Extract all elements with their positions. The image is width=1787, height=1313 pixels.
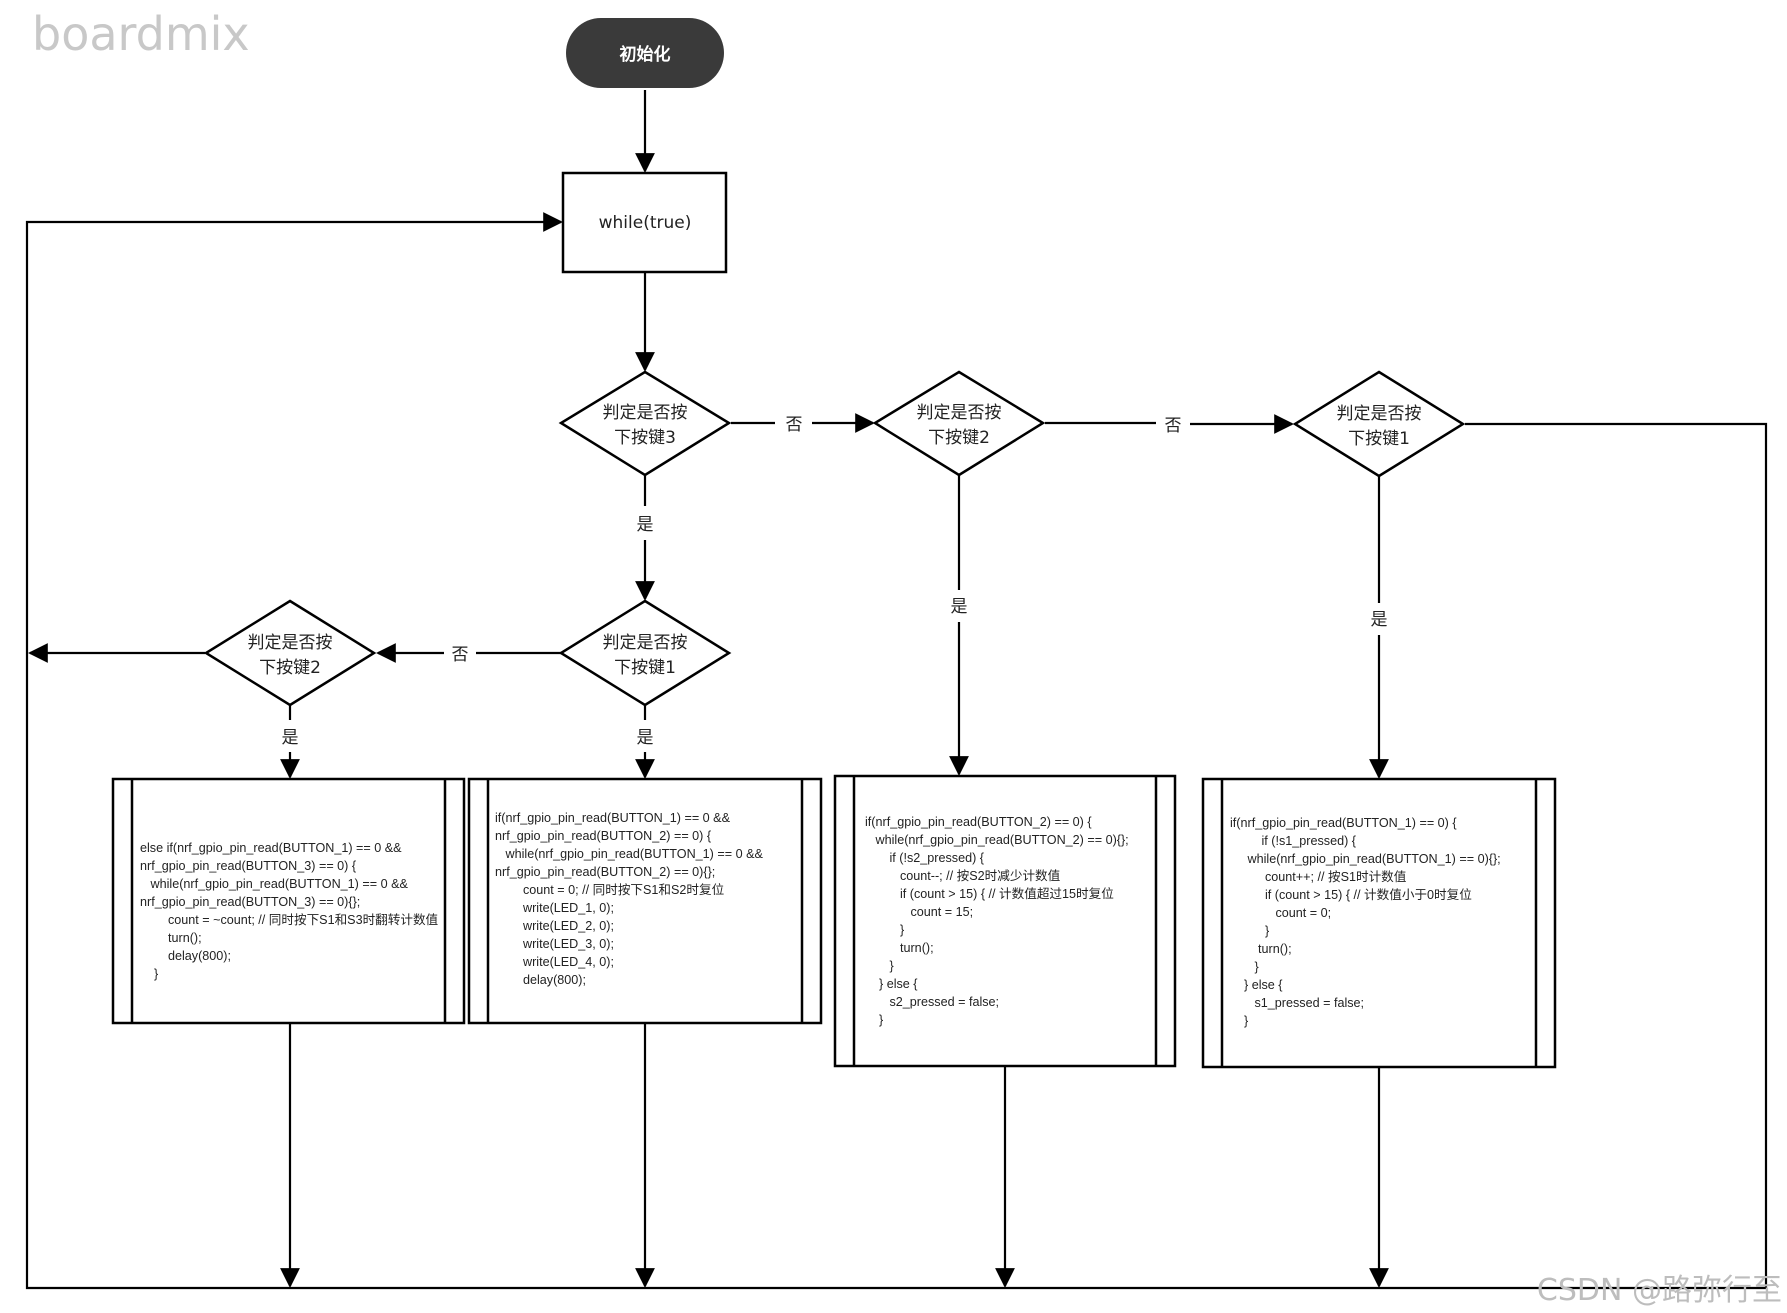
label-key1m-yes: 是: [637, 728, 654, 748]
code-line: count = 0; // 同时按下S1和S2时复位: [495, 883, 725, 897]
decision-key2-left: 判定是否按 下按键2: [203, 599, 377, 707]
decision-key3: 判定是否按 下按键3: [558, 370, 732, 477]
decision-key1-right-line1: 判定是否按: [1337, 404, 1422, 424]
code-line: if (count > 15) { // 计数值超过15时复位: [865, 886, 1114, 901]
code-line: if(nrf_gpio_pin_read(BUTTON_1) == 0 &&: [495, 811, 731, 825]
code-line: write(LED_4, 0);: [495, 955, 614, 969]
start-node: 初始化: [566, 18, 724, 88]
code-line: write(LED_3, 0);: [495, 937, 614, 951]
code-line: }: [865, 923, 904, 937]
boardmix-watermark: boardmix: [32, 7, 250, 61]
label-key2r-yes: 是: [951, 597, 968, 617]
decision-key2-right-line1: 判定是否按: [917, 403, 1002, 423]
code-line: else if(nrf_gpio_pin_read(BUTTON_1) == 0…: [140, 841, 402, 855]
label-key3-no: 否: [786, 415, 803, 435]
code-line: }: [1230, 1014, 1248, 1028]
block-s2-code: if(nrf_gpio_pin_read(BUTTON_2) == 0) { w…: [865, 815, 1129, 1027]
code-line: while(nrf_gpio_pin_read(BUTTON_1) == 0){…: [1230, 852, 1501, 866]
code-line: while(nrf_gpio_pin_read(BUTTON_1) == 0 &…: [140, 877, 408, 891]
code-line: } else {: [1230, 978, 1283, 992]
edge-loopback: [25, 212, 1768, 1290]
code-line: }: [1230, 960, 1259, 974]
decision-key1-mid: 判定是否按 下按键1: [558, 599, 732, 707]
decision-key2-left-line1: 判定是否按: [248, 633, 333, 653]
code-line: count--; // 按S2时减少计数值: [865, 868, 1061, 883]
block-s1-s2: if(nrf_gpio_pin_read(BUTTON_1) == 0 && nr…: [467, 777, 823, 1025]
loop-label: while(true): [599, 213, 692, 233]
block-s2: if(nrf_gpio_pin_read(BUTTON_2) == 0) { w…: [833, 774, 1177, 1068]
code-line: turn();: [1230, 942, 1292, 956]
start-label: 初始化: [620, 44, 671, 65]
label-key3-yes: 是: [637, 515, 654, 535]
decision-key2-right-line2: 下按键2: [928, 428, 990, 448]
code-line: while(nrf_gpio_pin_read(BUTTON_2) == 0){…: [865, 833, 1129, 847]
footer-watermark: CSDN @路弥行至: [1537, 1273, 1782, 1308]
code-line: count++; // 按S1时计数值: [1230, 869, 1407, 884]
decision-key1-right: 判定是否按 下按键1: [1292, 370, 1466, 478]
code-line: }: [865, 959, 894, 973]
decision-key1-mid-line1: 判定是否按: [603, 633, 688, 653]
code-line: if (count > 15) { // 计数值小于0时复位: [1230, 887, 1472, 902]
edge-labels: 否 否 否 是 是 是 是 是: [282, 415, 1388, 748]
label-key1m-no: 否: [452, 645, 469, 665]
code-line: write(LED_1, 0);: [495, 901, 614, 915]
code-line: delay(800);: [140, 949, 231, 963]
code-line: nrf_gpio_pin_read(BUTTON_2) == 0) {: [495, 829, 711, 843]
decision-key3-line2: 下按键3: [614, 428, 676, 448]
decision-key1-mid-line2: 下按键1: [614, 658, 676, 678]
code-line: write(LED_2, 0);: [495, 919, 614, 933]
code-line: }: [140, 967, 158, 981]
block-s1-s3: else if(nrf_gpio_pin_read(BUTTON_1) == 0…: [111, 777, 466, 1025]
code-line: delay(800);: [495, 973, 586, 987]
code-line: count = 15;: [865, 905, 973, 919]
code-line: while(nrf_gpio_pin_read(BUTTON_1) == 0 &…: [495, 847, 763, 861]
label-key2l-yes: 是: [282, 728, 299, 748]
loop-node: while(true): [561, 171, 728, 274]
label-key2r-no: 否: [1165, 416, 1182, 436]
code-line: if (!s1_pressed) {: [1230, 834, 1356, 848]
decision-key1-right-line2: 下按键1: [1348, 429, 1410, 449]
block-s1: if(nrf_gpio_pin_read(BUTTON_1) == 0) { i…: [1201, 777, 1557, 1069]
code-line: nrf_gpio_pin_read(BUTTON_2) == 0){};: [495, 865, 715, 879]
code-line: if(nrf_gpio_pin_read(BUTTON_2) == 0) {: [865, 815, 1092, 829]
block-s1-code: if(nrf_gpio_pin_read(BUTTON_1) == 0) { i…: [1230, 816, 1501, 1028]
label-key1r-yes: 是: [1371, 610, 1388, 630]
code-line: count = ~count; // 同时按下S1和S3时翻转计数值: [140, 912, 439, 927]
code-line: s1_pressed = false;: [1230, 996, 1364, 1010]
code-line: turn();: [140, 931, 202, 945]
code-line: if (!s2_pressed) {: [865, 851, 984, 865]
code-line: turn();: [865, 941, 934, 955]
code-line: if(nrf_gpio_pin_read(BUTTON_1) == 0) {: [1230, 816, 1457, 830]
code-line: nrf_gpio_pin_read(BUTTON_3) == 0){};: [140, 895, 360, 909]
code-line: nrf_gpio_pin_read(BUTTON_3) == 0) {: [140, 859, 356, 873]
code-line: }: [1230, 924, 1269, 938]
connectors: [25, 90, 1768, 1290]
code-line: s2_pressed = false;: [865, 995, 999, 1009]
decision-key2-left-line2: 下按键2: [259, 658, 321, 678]
code-line: count = 0;: [1230, 906, 1331, 920]
block-s1-s3-code: else if(nrf_gpio_pin_read(BUTTON_1) == 0…: [140, 841, 439, 981]
decision-key2-right: 判定是否按 下按键2: [872, 370, 1046, 477]
decision-key3-line1: 判定是否按: [603, 403, 688, 423]
code-line: }: [865, 1013, 883, 1027]
code-line: } else {: [865, 977, 918, 991]
block-s1-s2-code: if(nrf_gpio_pin_read(BUTTON_1) == 0 && nr…: [495, 811, 763, 987]
